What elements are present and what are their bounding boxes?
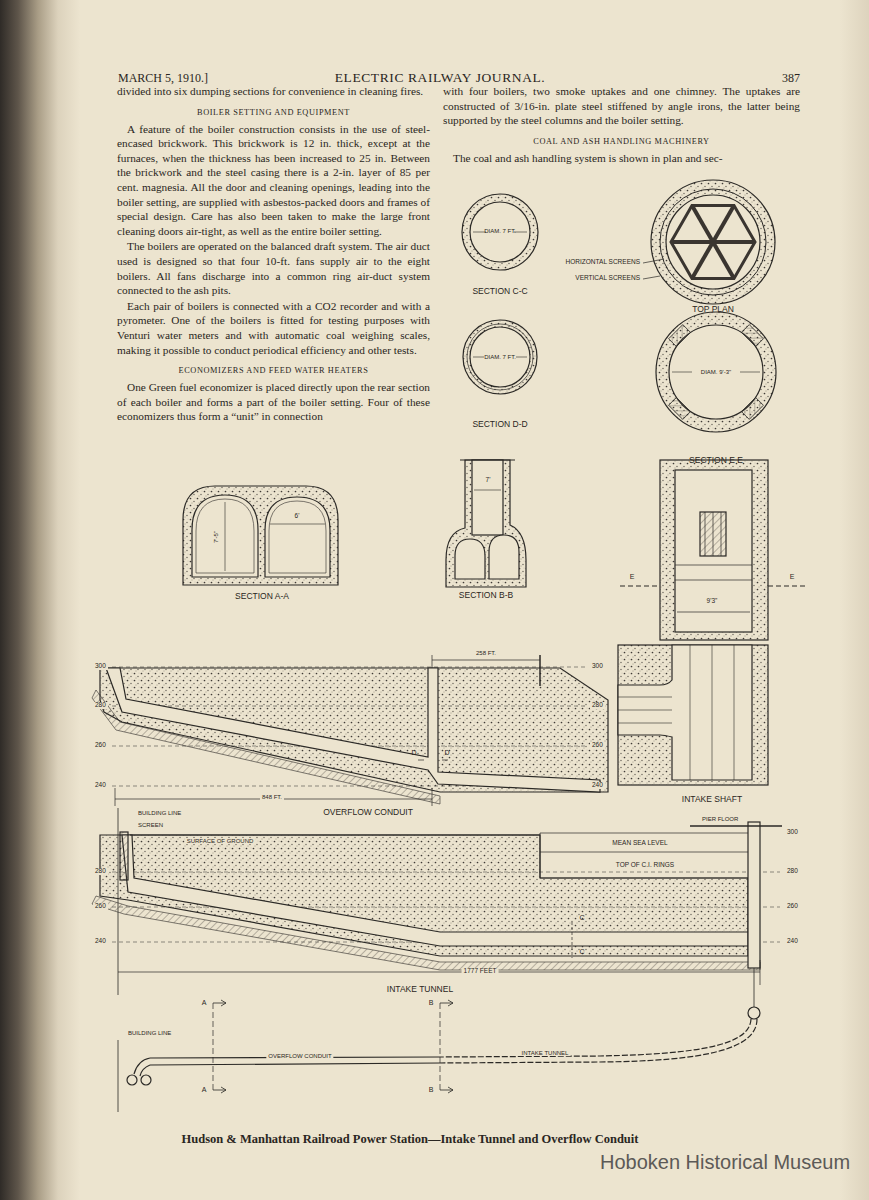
dimension-label: 848 FT. bbox=[260, 794, 284, 800]
page-date: MARCH 5, 1910.] bbox=[118, 72, 208, 84]
section-mark: A bbox=[202, 999, 207, 1006]
dimension-label: 6' bbox=[295, 513, 300, 520]
elevation-number: 240 bbox=[93, 782, 108, 789]
dimension-label: 7' bbox=[486, 477, 491, 484]
section-heading: COAL AND ASH HANDLING MACHINERY bbox=[443, 136, 800, 148]
section-mark: C bbox=[579, 948, 584, 955]
elevation-number: 240 bbox=[93, 938, 108, 945]
elevation-number: 260 bbox=[93, 742, 108, 749]
section-name: INTAKE SHAFT bbox=[682, 795, 742, 804]
section-heading: ECONOMIZERS AND FEED WATER HEATERS bbox=[117, 365, 430, 377]
elevation-number: 260 bbox=[93, 903, 108, 910]
dimension-label: DIAM. 7 FT. bbox=[484, 354, 516, 360]
elevation-number: 280 bbox=[785, 868, 800, 875]
drawing-note: TOP OF C.I. RINGS bbox=[616, 862, 674, 869]
dimension-label: 258 FT. bbox=[476, 650, 496, 656]
elevation-number: 260 bbox=[590, 742, 605, 749]
dimension-label: DIAM. 9'-3" bbox=[701, 369, 731, 375]
elevation-number: 260 bbox=[785, 903, 800, 910]
section-heading: BOILER SETTING AND EQUIPMENT bbox=[117, 107, 430, 119]
journal-title: ELECTRIC RAILWAY JOURNAL. bbox=[335, 71, 546, 85]
drawing-note: SURFACE OF GROUND bbox=[185, 838, 256, 844]
dimension-label: DIAM. 7 FT. bbox=[484, 228, 516, 234]
section-mark: A bbox=[202, 1086, 207, 1093]
section-mark: C bbox=[579, 914, 584, 921]
drawing-note: BUILDING LINE bbox=[138, 810, 181, 816]
body-paragraph: A feature of the boiler construction con… bbox=[117, 122, 430, 239]
section-name: OVERFLOW CONDUIT bbox=[323, 808, 413, 817]
figure-caption: Hudson & Manhattan Railroad Power Statio… bbox=[182, 1133, 639, 1146]
drawing-note: PIER FLOOR bbox=[702, 816, 738, 822]
drawing-note: BUILDING LINE bbox=[128, 1030, 171, 1036]
section-name: INTAKE TUNNEL bbox=[387, 985, 453, 994]
elevation-number: 280 bbox=[93, 702, 108, 709]
body-paragraph: divided into six dumping sections for co… bbox=[117, 84, 430, 99]
section-name: SECTION E E bbox=[689, 456, 743, 465]
section-name: TOP PLAN bbox=[692, 305, 734, 314]
body-paragraph: with four boilers, two smoke uptakes and… bbox=[443, 84, 800, 128]
elevation-number: 280 bbox=[590, 702, 605, 709]
section-mark: D bbox=[411, 749, 416, 756]
drawing-note: MEAN SEA LEVEL bbox=[610, 840, 669, 847]
dimension-label: 9'3" bbox=[707, 598, 718, 605]
body-paragraph: The coal and ash handling system is show… bbox=[443, 151, 800, 166]
section-name: SECTION C-C bbox=[472, 287, 527, 296]
page-number: 387 bbox=[782, 72, 800, 84]
elevation-number: 280 bbox=[93, 868, 108, 875]
drawing-note: VERTICAL SCREENS bbox=[575, 275, 640, 282]
watermark: Hoboken Historical Museum bbox=[600, 1152, 850, 1172]
dimension-label: 1777 FEET bbox=[462, 968, 499, 975]
body-paragraph: The boilers are operated on the balanced… bbox=[117, 239, 430, 297]
elevation-number: 300 bbox=[93, 663, 108, 670]
section-mark: E bbox=[790, 573, 795, 580]
section-mark: E bbox=[630, 573, 635, 580]
section-name: SECTION B-B bbox=[459, 591, 513, 600]
drawing-note: INTAKE TUNNEL bbox=[520, 1050, 571, 1056]
section-name: SECTION A-A bbox=[235, 592, 289, 601]
section-mark: B bbox=[429, 1086, 434, 1093]
body-paragraph: Each pair of boilers is connected with a… bbox=[117, 299, 430, 357]
elevation-number: 240 bbox=[785, 938, 800, 945]
elevation-number: 240 bbox=[590, 782, 605, 789]
drawing-note: HORIZONTAL SCREENS bbox=[566, 259, 640, 266]
elevation-number: 300 bbox=[785, 829, 800, 836]
drawing-note: SCREEN bbox=[138, 822, 163, 828]
section-name: SECTION D-D bbox=[472, 420, 527, 429]
section-mark: B bbox=[429, 999, 434, 1006]
section-mark: D bbox=[444, 749, 449, 756]
dimension-label: 7'-5" bbox=[213, 531, 219, 543]
elevation-number: 300 bbox=[590, 663, 605, 670]
drawing-note: OVERFLOW CONDUIT bbox=[266, 1053, 333, 1059]
body-paragraph: One Green fuel economizer is placed dire… bbox=[117, 380, 430, 424]
